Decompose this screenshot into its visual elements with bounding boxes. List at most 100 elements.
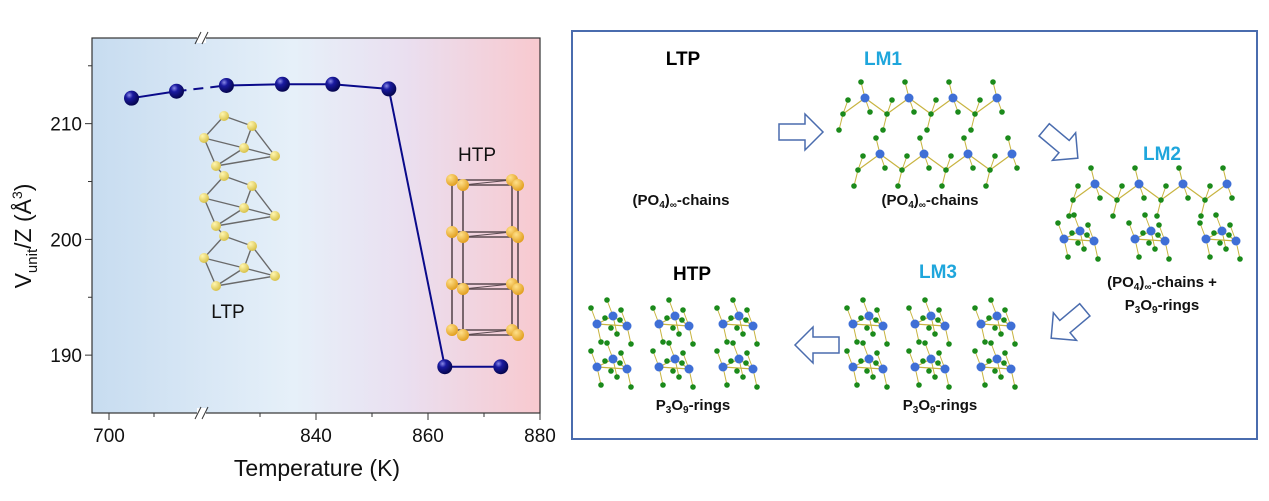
diagram-graphics <box>588 79 1243 390</box>
phase-label-lm2: LM2 <box>1143 144 1181 165</box>
data-point <box>381 81 397 97</box>
oxygen-atom <box>1229 195 1235 201</box>
lattice-atom <box>512 329 524 341</box>
lattice-bond <box>243 267 276 277</box>
oxygen-atom <box>844 305 850 311</box>
bond <box>842 97 866 115</box>
data-series <box>124 76 509 375</box>
bond <box>1204 183 1228 201</box>
oxygen-atom <box>874 350 880 356</box>
lattice-atom <box>211 161 221 171</box>
oxygen-atom <box>935 360 941 366</box>
phosphorus-atom <box>963 149 973 159</box>
bond <box>1160 183 1184 201</box>
phosphorus-atom <box>864 311 874 321</box>
oxygen-atom <box>690 384 696 390</box>
lattice-bond <box>215 215 276 227</box>
prism-edge <box>462 283 513 290</box>
oxygen-atom <box>740 331 746 337</box>
oxygen-atom <box>858 358 864 364</box>
phosphorus-atom <box>1090 179 1100 189</box>
oxygen-atom <box>1141 195 1147 201</box>
oxygen-atom <box>904 153 910 159</box>
bond <box>945 153 969 171</box>
oxygen-atom <box>1140 230 1146 236</box>
oxygen-atom <box>724 339 730 345</box>
lattice-atom <box>199 193 209 203</box>
oxygen-atom <box>836 127 842 133</box>
oxygen-atom <box>1227 222 1233 228</box>
oxygen-atom <box>1002 307 1008 313</box>
lattice-atom <box>211 281 221 291</box>
phosphorus-atom <box>848 362 858 372</box>
p3o9-ring-molecule <box>906 297 952 347</box>
oxygen-atom <box>1132 165 1138 171</box>
lattice-bond <box>203 137 245 149</box>
lattice-atom <box>239 143 249 153</box>
transition-arrow-icon <box>1050 302 1092 342</box>
oxygen-atom <box>855 167 861 173</box>
oxygen-atom <box>992 368 998 374</box>
bond <box>974 97 998 115</box>
oxygen-atom <box>1119 183 1125 189</box>
bond <box>1205 238 1237 242</box>
oxygen-atom <box>972 348 978 354</box>
lattice-bond <box>251 185 276 217</box>
phosphorus-atom <box>592 362 602 372</box>
p3o9-ring-molecule <box>906 340 952 390</box>
phosphorus-atom <box>1130 234 1140 244</box>
axis-break-mark <box>201 31 209 45</box>
oxygen-atom <box>650 305 656 311</box>
oxygen-atom <box>882 165 888 171</box>
oxygen-atom <box>840 111 846 117</box>
oxygen-atom <box>734 325 740 331</box>
series-line-segment <box>226 83 283 87</box>
lattice-atom <box>199 253 209 263</box>
oxygen-atom <box>932 331 938 337</box>
phase-label-lm3: LM3 <box>919 262 957 283</box>
oxygen-atom <box>1088 165 1094 171</box>
bond <box>722 366 754 370</box>
oxygen-atom <box>972 305 978 311</box>
oxygen-atom <box>1217 240 1223 246</box>
p3o9-ring-molecule <box>650 297 696 347</box>
bond <box>1182 183 1206 201</box>
oxygen-atom <box>1055 220 1061 226</box>
oxygen-atom <box>1097 195 1103 201</box>
bond <box>596 366 628 370</box>
oxygen-atom <box>970 165 976 171</box>
lattice-bond <box>215 147 245 167</box>
oxygen-atom <box>1114 197 1120 203</box>
oxygen-atom <box>870 331 876 337</box>
lattice-bond <box>203 197 245 209</box>
p3o9-ring-molecule <box>714 297 760 347</box>
phosphorus-atom <box>940 364 950 374</box>
oxygen-atom <box>676 331 682 337</box>
data-point <box>437 359 453 375</box>
transition-arrow-icon <box>1037 122 1079 162</box>
lattice-bond <box>251 125 276 157</box>
series-line-segment <box>131 90 177 100</box>
oxygen-atom <box>618 350 624 356</box>
oxygen-atom <box>614 374 620 380</box>
oxygen-atom <box>864 368 870 374</box>
oxygen-atom <box>936 307 942 313</box>
oxygen-atom <box>1207 254 1213 260</box>
bond <box>722 323 754 327</box>
lattice-bond <box>203 137 217 167</box>
oxygen-atom <box>1166 256 1172 262</box>
oxygen-atom <box>1002 350 1008 356</box>
lattice-atom <box>270 271 280 281</box>
oxygen-atom <box>860 340 866 346</box>
oxygen-atom <box>851 183 857 189</box>
x-tick-label: 880 <box>524 426 556 447</box>
oxygen-atom <box>690 341 696 347</box>
oxygen-atom <box>1136 254 1142 260</box>
oxygen-atom <box>906 348 912 354</box>
ltp-structure-inset <box>199 111 280 291</box>
lattice-bond <box>251 245 276 277</box>
x-tick-label: 840 <box>300 426 332 447</box>
phosphorus-atom <box>948 93 958 103</box>
phase-label-lm1: LM1 <box>864 49 902 70</box>
phosphorus-atom <box>976 362 986 372</box>
